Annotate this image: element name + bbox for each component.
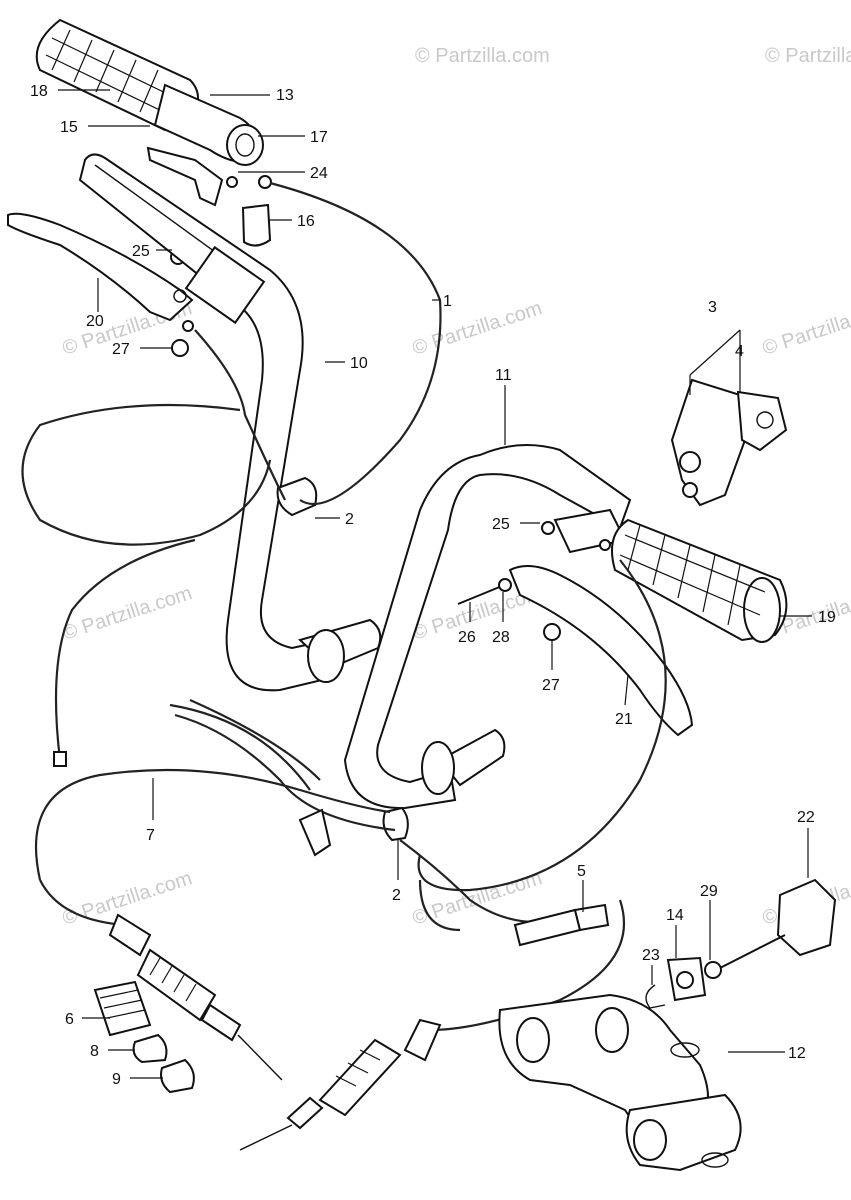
nut-27-left — [171, 339, 189, 357]
screw-24 — [226, 176, 238, 188]
cable-adjuster-center — [239, 1018, 442, 1151]
callout-1: 1 — [443, 293, 452, 310]
cable-end-1 — [258, 175, 272, 189]
throttle-grip — [35, 18, 199, 132]
callout-20: 20 — [86, 313, 104, 330]
callout-16: 16 — [297, 213, 315, 230]
callout-9: 9 — [112, 1071, 121, 1088]
leader-lines — [58, 89, 812, 1079]
watermark: © Partzilla.com — [60, 582, 195, 645]
callout-27: 27 — [542, 677, 560, 694]
callout-4: 4 — [735, 343, 744, 360]
callout-25: 25 — [132, 243, 150, 260]
callout-17: 17 — [310, 129, 328, 146]
handlebar-left — [78, 153, 382, 692]
callout-6: 6 — [65, 1011, 74, 1028]
brake-lever — [508, 565, 694, 737]
watermark: © Partzilla.com — [410, 867, 545, 930]
cable-clamp-lower — [382, 806, 409, 842]
callout-2: 2 — [392, 887, 401, 904]
watermark: © Partzilla.com — [765, 45, 851, 67]
nut-27-right — [543, 623, 561, 641]
callout-15: 15 — [60, 119, 78, 136]
callout-10: 10 — [350, 355, 368, 372]
bolt-25-right — [541, 521, 555, 535]
cables — [21, 181, 667, 1032]
callout-18: 18 — [30, 83, 48, 100]
callout-19: 19 — [818, 609, 836, 626]
callout-5: 5 — [577, 863, 586, 880]
callout-27: 27 — [112, 341, 130, 358]
steering-damper-knob — [645, 878, 837, 1009]
callout-28: 28 — [492, 629, 510, 646]
callout-22: 22 — [797, 809, 815, 826]
handlebar-holder — [498, 993, 742, 1172]
callout-8: 8 — [90, 1043, 99, 1060]
watermark: © Partzilla.com — [410, 297, 545, 360]
spring-6 — [93, 980, 152, 1037]
callout-3: 3 — [708, 299, 717, 316]
callout-21: 21 — [615, 711, 633, 728]
collar-8 — [132, 1033, 168, 1064]
throttle-pipe — [153, 83, 264, 166]
spring-28 — [498, 578, 512, 592]
pivot-right — [599, 539, 611, 551]
right-grip — [611, 518, 788, 643]
callout-24: 24 — [310, 165, 328, 182]
cable-adjuster-left — [108, 913, 283, 1081]
screw-26 — [457, 585, 503, 605]
callout-13: 13 — [276, 87, 294, 104]
callout-11: 11 — [495, 367, 512, 384]
cap-9 — [160, 1058, 195, 1094]
callout-labels: 18 13 15 17 24 16 25 1 20 10 27 3 4 11 2… — [30, 83, 836, 1088]
callout-12: 12 — [788, 1045, 806, 1062]
callout-26: 26 — [458, 629, 476, 646]
watermark: © Partzilla.com — [760, 297, 851, 360]
callout-29: 29 — [700, 883, 718, 900]
callout-23: 23 — [642, 947, 660, 964]
pivot-collar — [182, 320, 194, 332]
callout-2: 2 — [345, 511, 354, 528]
brake-lever-holder — [670, 378, 788, 507]
clutch-lever — [7, 212, 194, 322]
watermark: © Partzilla.com — [415, 45, 550, 67]
callout-25: 25 — [492, 516, 510, 533]
collar-16 — [241, 203, 272, 247]
callout-7: 7 — [146, 827, 155, 844]
callout-14: 14 — [666, 907, 684, 924]
throttle-cable-guide — [146, 146, 224, 207]
